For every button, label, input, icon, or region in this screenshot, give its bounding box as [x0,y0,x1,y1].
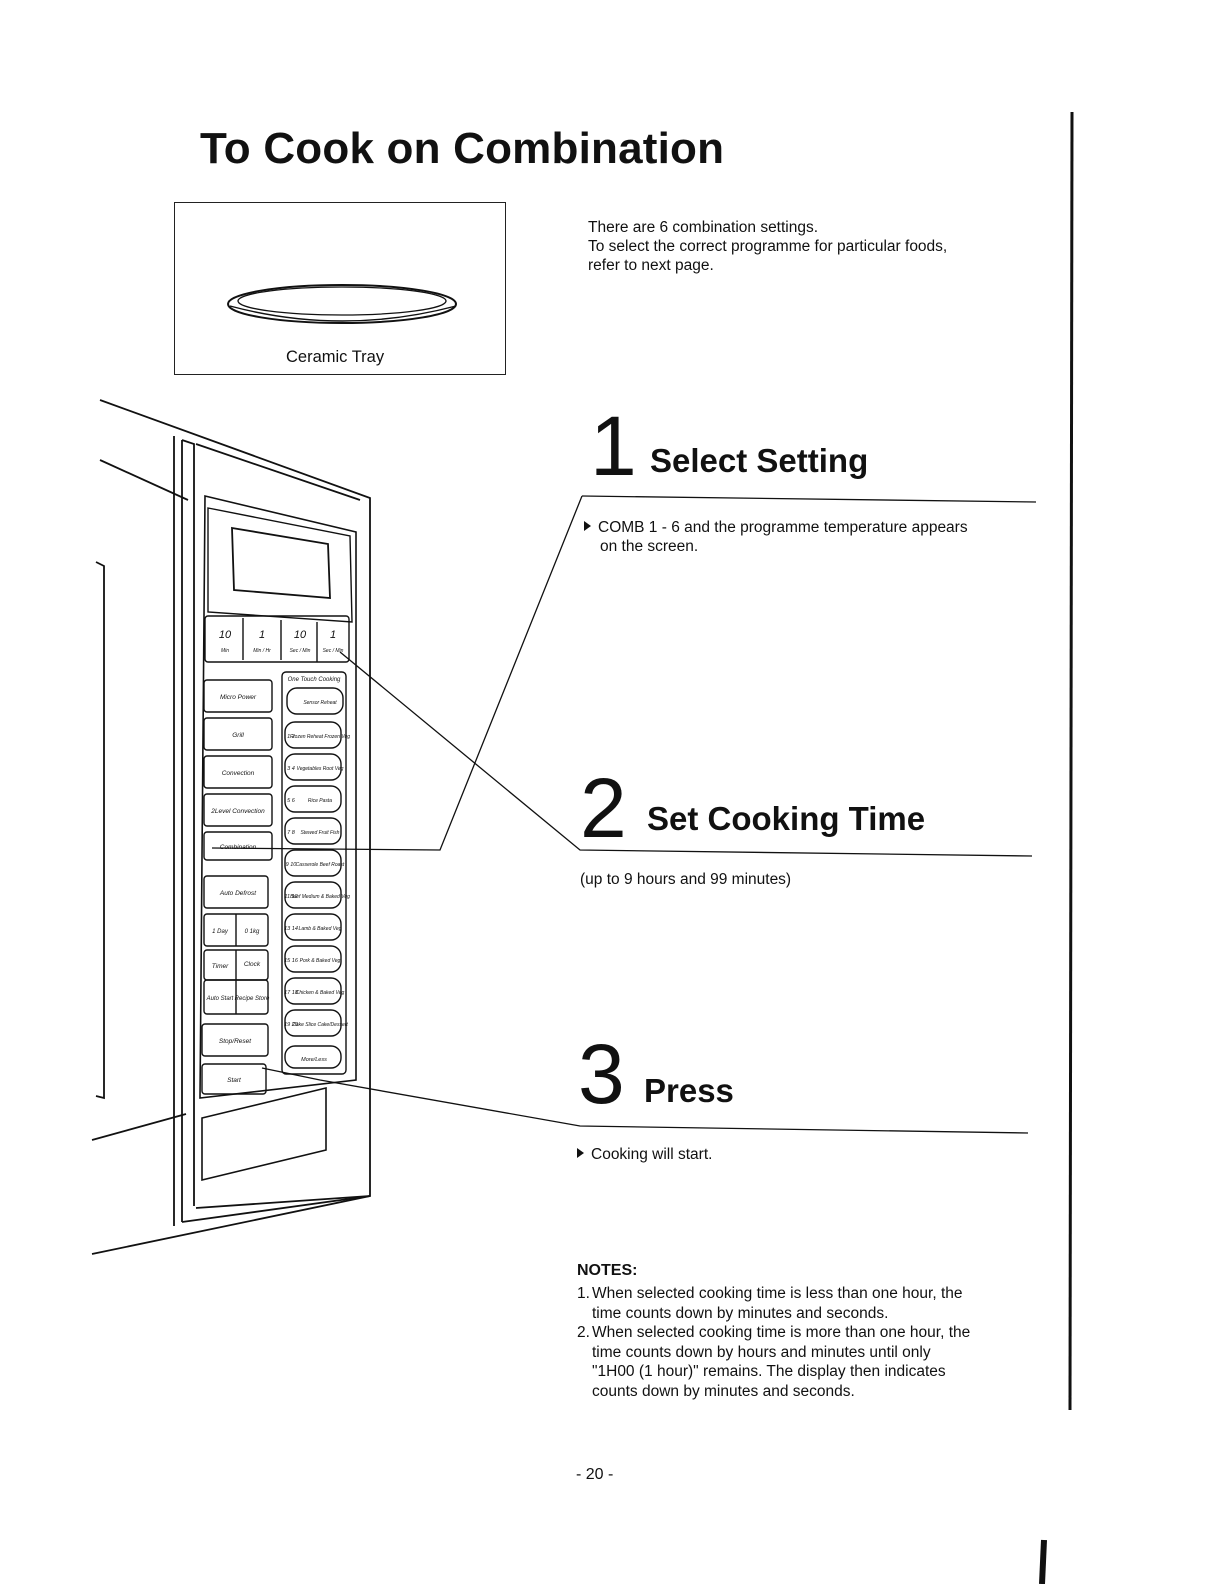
left-key-label: 2Level Convection [210,808,265,815]
right-key-label: Lamb & Baked Veg [299,926,342,932]
page-title: To Cook on Combination [200,124,725,173]
left-key-label: Grill [232,732,244,739]
left-key-label: Micro Power [220,694,257,701]
auto-start-key-label: Auto Start [206,996,234,1002]
right-key-number: 13 14 [284,926,298,932]
note-line: time counts down by minutes and seconds. [592,1304,889,1322]
step-1-bullet-line2: on the screen. [600,538,699,555]
page-edge-marks [1039,111,1074,1584]
right-key-number: 17 18 [284,990,299,996]
notes-list: 1. When selected cooking time is less th… [577,1284,1037,1401]
page-number: - 20 - [576,1466,614,1483]
right-key-label: Chicken & Baked Veg [296,990,345,996]
weight-key-label: 0 1kg [245,929,260,935]
more-less-key-label: More/Less [301,1057,327,1063]
right-key-number: 7 8 [287,830,296,836]
intro-text: There are 6 combination settings. To sel… [588,218,1028,275]
start-key-label: Start [227,1077,242,1084]
right-key-number: 19 20 [284,1022,299,1028]
recipe-store-key-label: Recipe Store [235,996,270,1002]
step-3-bullet: Cooking will start. [591,1146,713,1163]
callout-lines [211,495,1037,1134]
digit-key-number: 1 [259,629,265,641]
digit-key-unit: Min / Hr [253,648,271,654]
note-line: time counts down by hours and minutes un… [592,1343,931,1361]
digit-key-unit: Sec / Min [323,648,344,654]
ceramic-tray-figure [174,202,506,375]
digit-key-unit: Min [221,648,229,654]
control-panel [199,494,357,1182]
right-key-label: Vegetables Root Veg [297,766,344,772]
stop-key-label: Stop/Reset [219,1038,252,1045]
step-2-number: 2 [580,761,627,855]
tray-label: Ceramic Tray [286,348,385,366]
note-line: When selected cooking time is less than … [592,1285,963,1302]
bullet-arrow-icon [577,1148,584,1158]
digit-key-unit: Sec / Min [290,648,311,654]
step-1-title: Select Setting [650,442,869,479]
intro-line-1: There are 6 combination settings. [588,219,819,236]
right-key-label: Rice Pasta [308,798,332,804]
left-key-label: Combination [220,844,257,851]
note-number: 1. [577,1285,590,1302]
one-touch-label: One Touch Cooking [288,677,341,683]
right-key-label: Frozen Reheat Frozen Veg [290,734,350,740]
right-key-label: Casserole Beef Roast [296,862,345,868]
step-3-text: Cooking will start. [577,1145,712,1164]
right-key-label: Beef Medium & Baked Veg [290,894,350,900]
step-3-number: 3 [578,1027,625,1121]
step-1-number: 1 [590,399,637,493]
step-1-text: COMB 1 - 6 and the programme temperature… [584,518,968,556]
step-2-note: (up to 9 hours and 99 minutes) [580,871,792,888]
step-2-title: Set Cooking Time [647,800,926,837]
right-key-number: 3 4 [287,766,295,772]
note-line: "1H00 (1 hour)" remains. The display the… [592,1363,946,1380]
timer-key-label: Timer [212,963,229,970]
right-key-number: 5 6 [287,798,296,804]
ceramic-tray-icon [227,284,457,324]
note-number: 2. [577,1324,590,1341]
clock-key-label: Clock [244,961,261,968]
left-key-label: Auto Defrost [219,890,257,897]
notes-heading: NOTES: [577,1262,638,1279]
right-key-number: 9 10 [286,862,298,868]
right-key-number: 11 12 [284,894,297,900]
microwave-body [91,399,371,1255]
intro-line-3: refer to next page. [588,257,714,274]
right-key-number: 1 2 [287,734,295,740]
bullet-arrow-icon [584,521,591,531]
right-key-label: Sensor Reheat [303,700,337,706]
step-1-bullet: COMB 1 - 6 and the programme temperature… [598,519,968,536]
weight-key-label: 1 Day [212,929,229,935]
intro-line-2: To select the correct programme for part… [588,238,948,255]
step-3-title: Press [644,1072,734,1109]
digit-key-number: 10 [294,629,307,641]
right-key-label: Cake Slice Cake/Dessert [292,1022,348,1028]
left-key-label: Convection [222,770,255,777]
note-item: 1. When selected cooking time is less th… [577,1284,1037,1323]
note-item: 2. When selected cooking time is more th… [577,1323,1037,1401]
right-key-number: 15 16 [284,958,299,964]
right-key-label: Pork & Baked Veg [300,958,341,964]
note-line: When selected cooking time is more than … [592,1324,971,1341]
digit-key-number: 1 [330,629,336,641]
note-line: counts down by minutes and seconds. [592,1382,855,1400]
right-key-label: Stewed Fruit Fish [301,830,340,836]
digit-key-number: 10 [219,629,232,641]
